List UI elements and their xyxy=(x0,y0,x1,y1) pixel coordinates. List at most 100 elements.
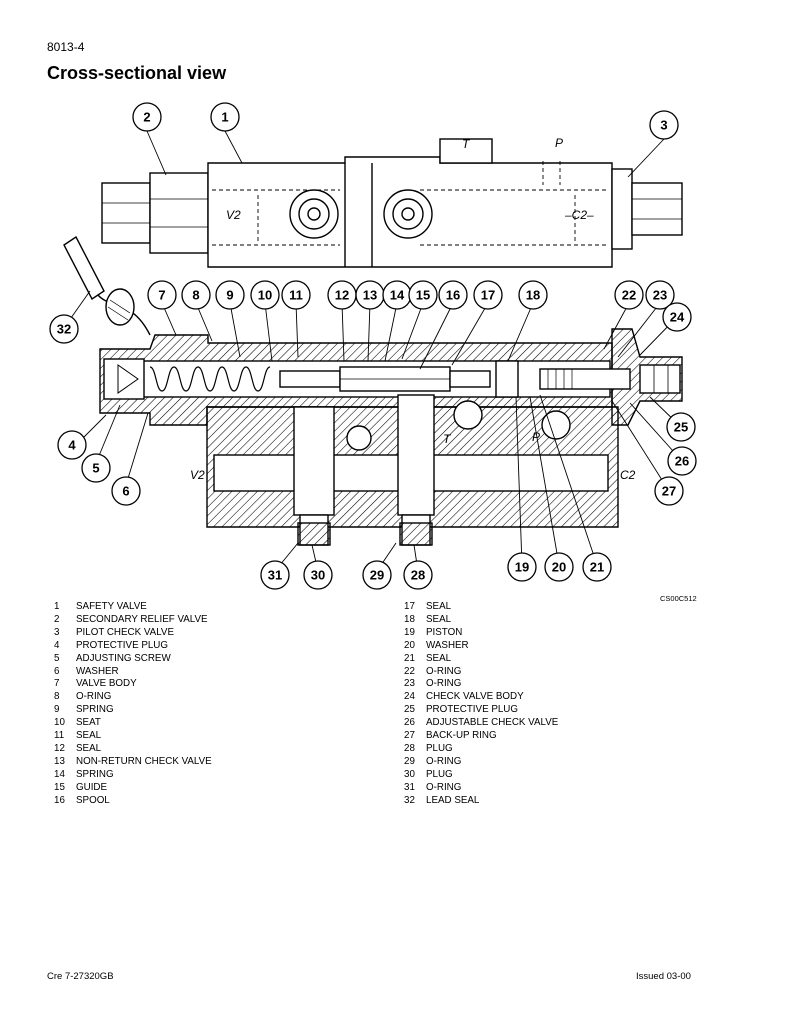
callout-22: 22 xyxy=(614,280,644,310)
legend-text: SEAL xyxy=(426,613,452,625)
legend-number: 30 xyxy=(404,768,415,780)
callout-21: 21 xyxy=(582,552,612,582)
svg-text:2: 2 xyxy=(143,110,150,125)
legend-text: PILOT CHECK VALVE xyxy=(76,626,175,638)
legend-text: WASHER xyxy=(426,639,469,651)
legend-number: 10 xyxy=(54,717,65,729)
legend-number: 3 xyxy=(54,626,60,638)
legend-text: SEAL xyxy=(76,730,102,742)
legend-number: 5 xyxy=(54,652,60,664)
callout-4: 4 xyxy=(57,430,87,460)
svg-text:31: 31 xyxy=(268,568,282,583)
legend-number: 32 xyxy=(404,794,415,806)
svg-text:12: 12 xyxy=(335,288,349,303)
legend-text: SPOOL xyxy=(76,794,110,806)
svg-text:11: 11 xyxy=(289,288,303,303)
callout-3: 3 xyxy=(649,110,679,140)
svg-text:25: 25 xyxy=(674,420,688,435)
legend-number: 7 xyxy=(54,678,60,690)
callout-29: 29 xyxy=(362,560,392,590)
callout-26: 26 xyxy=(667,446,697,476)
legend-item: 12 SEAL xyxy=(54,743,354,756)
legend-text: SECONDARY RELIEF VALVE xyxy=(76,613,208,625)
legend-text: BACK-UP RING xyxy=(426,730,497,742)
callout-20: 20 xyxy=(544,552,574,582)
legend-text: PISTON xyxy=(426,626,463,638)
callout-31: 31 xyxy=(260,560,290,590)
svg-text:28: 28 xyxy=(411,568,425,583)
svg-text:19: 19 xyxy=(515,560,529,575)
legend-number: 28 xyxy=(404,742,415,754)
section-view xyxy=(99,328,683,546)
legend-number: 12 xyxy=(54,742,65,754)
svg-text:21: 21 xyxy=(590,560,604,575)
svg-text:5: 5 xyxy=(92,461,99,476)
legend-text: PROTECTIVE PLUG xyxy=(76,639,168,651)
valve-drawing: T P V2 –C2– xyxy=(49,102,697,590)
footer-document-code: Cre 7-27320GB xyxy=(47,971,114,982)
legend-text: PLUG xyxy=(426,742,453,754)
svg-text:24: 24 xyxy=(670,310,685,325)
callout-6: 6 xyxy=(111,476,141,506)
legend-number: 15 xyxy=(54,781,65,793)
legend-text: O-RING xyxy=(76,691,112,703)
legend-number: 16 xyxy=(54,794,65,806)
port-label-c2-top: –C2– xyxy=(564,208,594,222)
svg-text:22: 22 xyxy=(622,288,636,303)
callout-25: 25 xyxy=(666,412,696,442)
svg-text:15: 15 xyxy=(416,288,430,303)
legend-item: 28 PLUG xyxy=(404,743,704,756)
svg-text:1: 1 xyxy=(221,110,228,125)
legend-number: 4 xyxy=(54,639,60,651)
callout-8: 8 xyxy=(181,280,211,310)
legend-text: SEAL xyxy=(426,652,452,664)
callout-10: 10 xyxy=(250,280,280,310)
callout-24: 24 xyxy=(662,302,692,332)
legend-text: GUIDE xyxy=(76,781,108,793)
legend-number: 24 xyxy=(404,691,415,703)
legend-number: 13 xyxy=(54,755,65,767)
legend-item: 15 GUIDE xyxy=(54,782,354,795)
legend-text: SEAL xyxy=(426,601,452,612)
svg-text:14: 14 xyxy=(390,288,405,303)
legend-number: 1 xyxy=(54,601,60,612)
callout-5: 5 xyxy=(81,453,111,483)
legend-number: 2 xyxy=(54,613,60,625)
legend-text: SEAL xyxy=(76,742,102,754)
footer-issue-date: Issued 03-00 xyxy=(636,971,691,982)
legend-number: 14 xyxy=(54,768,65,780)
port-label-t-top: T xyxy=(462,137,471,151)
leader-lines xyxy=(65,130,683,572)
legend-number: 21 xyxy=(404,652,415,664)
callout-1: 1 xyxy=(210,102,240,132)
legend-number: 17 xyxy=(404,601,415,612)
cross-section-figure: T P V2 –C2– xyxy=(0,95,794,610)
svg-text:3: 3 xyxy=(660,118,667,133)
svg-text:20: 20 xyxy=(552,560,566,575)
callout-19: 19 xyxy=(507,552,537,582)
legend-item: 3 PILOT CHECK VALVE xyxy=(54,627,354,640)
legend-text: SEAT xyxy=(76,717,101,729)
svg-text:18: 18 xyxy=(526,288,540,303)
lead-seal-drawing xyxy=(63,235,151,336)
svg-text:26: 26 xyxy=(675,454,689,469)
legend-text: O-RING xyxy=(426,755,462,767)
legend-text: O-RING xyxy=(426,678,462,690)
callout-12: 12 xyxy=(327,280,357,310)
callout-16: 16 xyxy=(438,280,468,310)
svg-text:29: 29 xyxy=(370,568,384,583)
